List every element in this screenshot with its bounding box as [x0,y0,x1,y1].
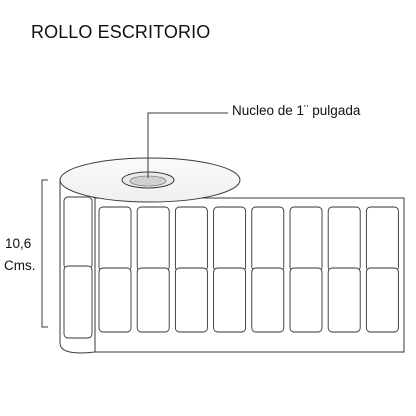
die-cut-label [213,267,247,333]
die-cut-label [63,196,93,270]
die-cut-label [98,267,132,333]
die-cut-label [174,206,208,272]
page-title: ROLLO ESCRITORIO [31,22,211,42]
die-cut-label [136,267,170,333]
die-cut-label [251,206,285,272]
labels-row-top [63,196,399,272]
die-cut-label [213,206,247,272]
die-cut-label [98,206,132,272]
die-cut-label [327,206,361,272]
height-dimension-bracket [41,179,48,328]
die-cut-label [63,265,93,339]
core-size-label: Nucleo de 1¨ pulgada [232,103,361,118]
die-cut-label [174,267,208,333]
labels-row-bottom [63,265,399,339]
die-cut-label [289,206,323,272]
die-cut-label [251,267,285,333]
die-cut-label [365,267,399,333]
die-cut-label [136,206,170,272]
height-unit-label: Cms. [4,258,36,273]
core-callout-line [147,112,228,178]
die-cut-label [289,267,323,333]
die-cut-label [327,267,361,333]
height-value-label: 10,6 [5,236,32,251]
die-cut-label [365,206,399,272]
